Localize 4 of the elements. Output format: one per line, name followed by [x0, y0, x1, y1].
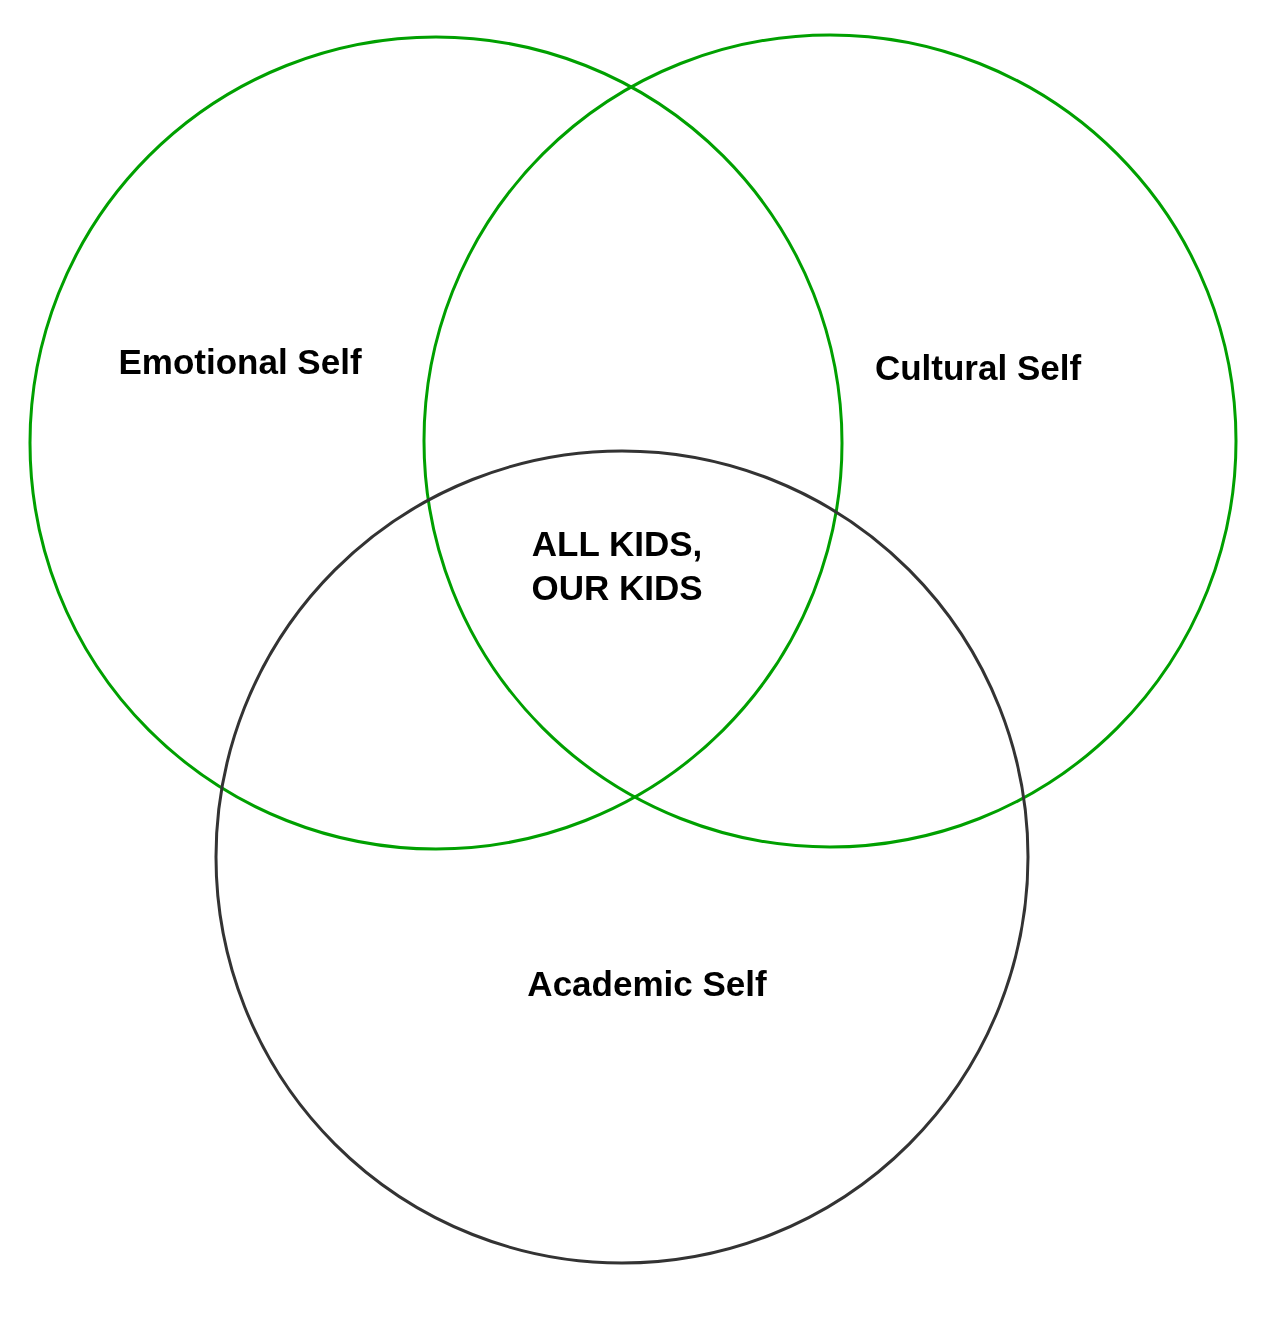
center-label: ALL KIDS, OUR KIDS — [530, 523, 704, 609]
circle-label: Cultural Self — [874, 348, 1082, 388]
circle-label: Emotional Self — [118, 342, 362, 382]
circle-label: Academic Self — [527, 964, 767, 1004]
